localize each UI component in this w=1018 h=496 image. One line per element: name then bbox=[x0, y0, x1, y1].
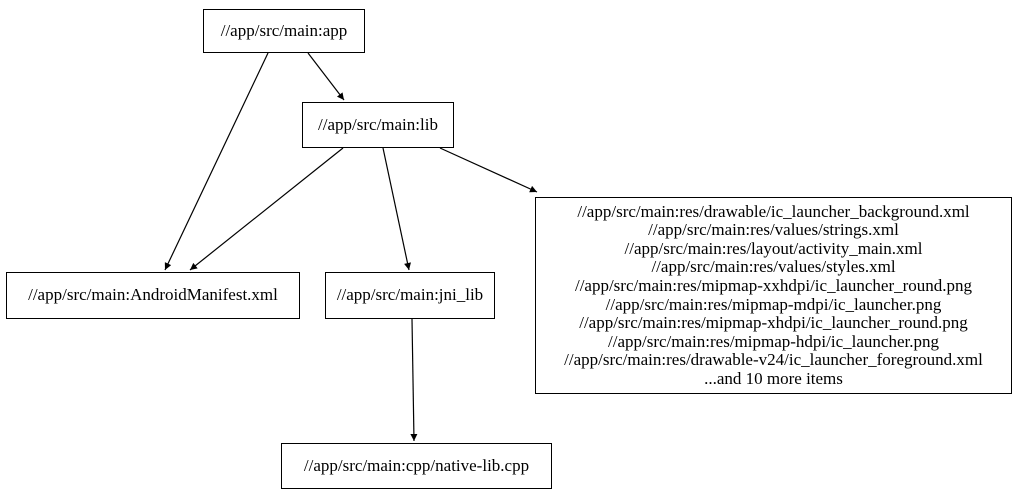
node-lib: //app/src/main:lib bbox=[302, 102, 454, 148]
edge-lib-to-jni-lib bbox=[382, 147, 411, 271]
node-native-lib-cpp-label: //app/src/main:cpp/native-lib.cpp bbox=[303, 455, 530, 475]
resource-item: //app/src/main:res/values/strings.xml bbox=[648, 220, 899, 240]
node-resources-group: //app/src/main:res/drawable/ic_launcher_… bbox=[535, 197, 1012, 394]
resource-item: //app/src/main:res/drawable-v24/ic_launc… bbox=[564, 350, 983, 370]
node-app-label: //app/src/main:app bbox=[220, 20, 348, 40]
node-android-manifest-label: //app/src/main:AndroidManifest.xml bbox=[28, 285, 278, 305]
resource-item: //app/src/main:res/layout/activity_main.… bbox=[624, 238, 923, 258]
node-lib-label: //app/src/main:lib bbox=[318, 114, 438, 134]
edge-lib-to-androidmanifest bbox=[189, 147, 344, 271]
resource-item: //app/src/main:res/values/styles.xml bbox=[651, 257, 896, 277]
resource-item: //app/src/main:res/mipmap-xxhdpi/ic_laun… bbox=[574, 275, 973, 295]
resource-item: //app/src/main:res/drawable/ic_launcher_… bbox=[577, 201, 970, 221]
edge-lib-to-resources bbox=[439, 147, 538, 193]
node-jni-lib: //app/src/main:jni_lib bbox=[325, 272, 495, 319]
resource-more-items: ...and 10 more items bbox=[704, 368, 843, 388]
resource-item: //app/src/main:res/mipmap-xhdpi/ic_launc… bbox=[579, 313, 968, 333]
resource-item: //app/src/main:res/mipmap-mdpi/ic_launch… bbox=[605, 294, 942, 314]
node-jni-lib-label: //app/src/main:jni_lib bbox=[336, 285, 484, 305]
node-android-manifest: //app/src/main:AndroidManifest.xml bbox=[6, 272, 300, 319]
node-app: //app/src/main:app bbox=[203, 9, 365, 53]
edge-app-to-lib bbox=[307, 52, 345, 101]
edge-app-to-androidmanifest bbox=[164, 52, 269, 271]
resource-item: //app/src/main:res/mipmap-hdpi/ic_launch… bbox=[608, 331, 939, 351]
node-native-lib-cpp: //app/src/main:cpp/native-lib.cpp bbox=[281, 443, 552, 489]
edge-jni-lib-to-native-lib bbox=[410, 318, 418, 442]
